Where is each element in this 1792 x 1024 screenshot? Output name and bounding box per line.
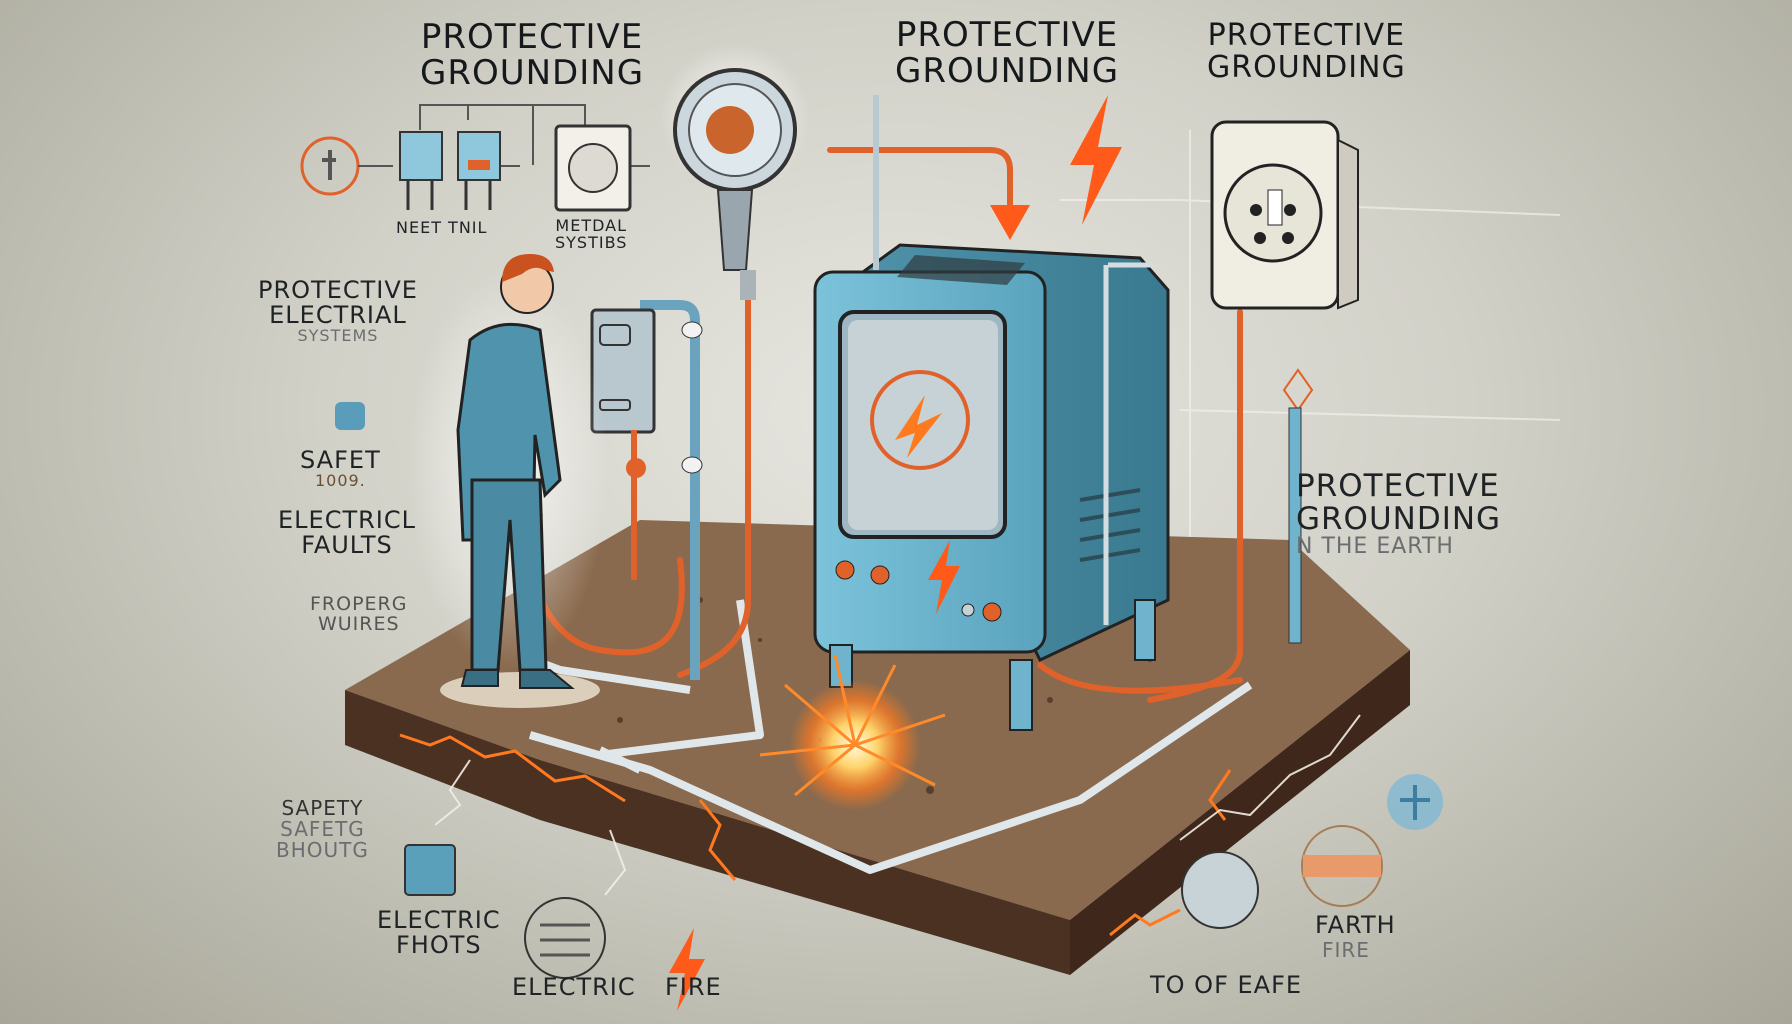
- label-line-2: Safetg: [280, 817, 365, 841]
- ground-rod: [1282, 368, 1314, 644]
- label-line-1: Electric: [377, 906, 501, 934]
- label-electric-fhots: Electric Fhots: [377, 906, 501, 960]
- label-electrical-faults: Electricl Faults: [278, 506, 416, 560]
- title-protective-grounding-1: Protective Grounding: [420, 17, 645, 93]
- label-fire-2: Fire: [1322, 938, 1370, 962]
- label-proper-wires: Froperg Wuires: [310, 593, 408, 635]
- circuit-label-right: Metdal Systibs: [555, 216, 628, 252]
- label-safety-bottom: Sapety Safetg Bhoutg: [276, 798, 369, 861]
- title-protective-grounding-3: Protective Grounding: [1207, 20, 1406, 83]
- label-farth: Farth: [1315, 911, 1396, 939]
- label-line-2: Grounding: [1296, 500, 1502, 537]
- label-safety: Safet 1009.: [300, 446, 381, 491]
- label-line-1: Sapety: [281, 796, 364, 820]
- ground-pipe-loop: [518, 599, 1253, 874]
- label-line-2: Wuires: [317, 612, 400, 635]
- label-line-3: Bhoutg: [276, 838, 369, 862]
- label-electric: Electric: [512, 973, 636, 1001]
- label-line-3: N the Earth: [1296, 534, 1454, 560]
- warning-arrow-and-bolts: [669, 95, 1122, 1011]
- label-protective-electrical-systems: Protective Electrial Systems: [258, 276, 418, 346]
- label-line-2: 1009.: [314, 471, 366, 491]
- gauge-lamp: [660, 43, 810, 300]
- label-line-1: Froperg: [310, 593, 408, 615]
- label-line-2: Electrial: [269, 301, 407, 330]
- appliance-heater: [813, 95, 1170, 731]
- man-figure: [408, 254, 608, 708]
- circuit-label-left: Neet Tnil: [396, 218, 488, 237]
- label-line-2: Fhots: [396, 931, 482, 960]
- circuit-label-right-line-2: Systibs: [555, 232, 628, 252]
- label-line-1: Safet: [300, 446, 381, 474]
- title-line-2: Grounding: [895, 50, 1120, 91]
- label-fire: Fire: [665, 973, 722, 1001]
- title-line-1: Protective: [420, 17, 644, 57]
- label-line-1: Electricl: [278, 506, 416, 534]
- title-line-2: Grounding: [420, 52, 645, 93]
- title-protective-grounding-2: Protective Grounding: [895, 15, 1120, 91]
- label-line-3: Systems: [297, 326, 379, 346]
- decorative-icons: [335, 402, 1443, 979]
- label-line-1: Protective: [258, 276, 418, 304]
- circuit-schematic: [300, 104, 650, 212]
- circuit-label-right-line-1: Metdal: [555, 216, 628, 235]
- wall-outlet: [1210, 120, 1359, 310]
- title-line-1: Protective: [895, 15, 1119, 55]
- label-to-of-eafe: To of Eafe: [1150, 971, 1303, 999]
- title-line-1: Protective: [1207, 18, 1406, 53]
- spark-burst: [759, 654, 946, 810]
- title-line-2: Grounding: [1207, 49, 1406, 85]
- label-line-1: Protective: [1296, 468, 1500, 504]
- label-line-2: Faults: [301, 531, 393, 560]
- junction-box: [590, 300, 703, 680]
- label-protective-grounding-earth: Protective Grounding N the Earth: [1296, 470, 1501, 558]
